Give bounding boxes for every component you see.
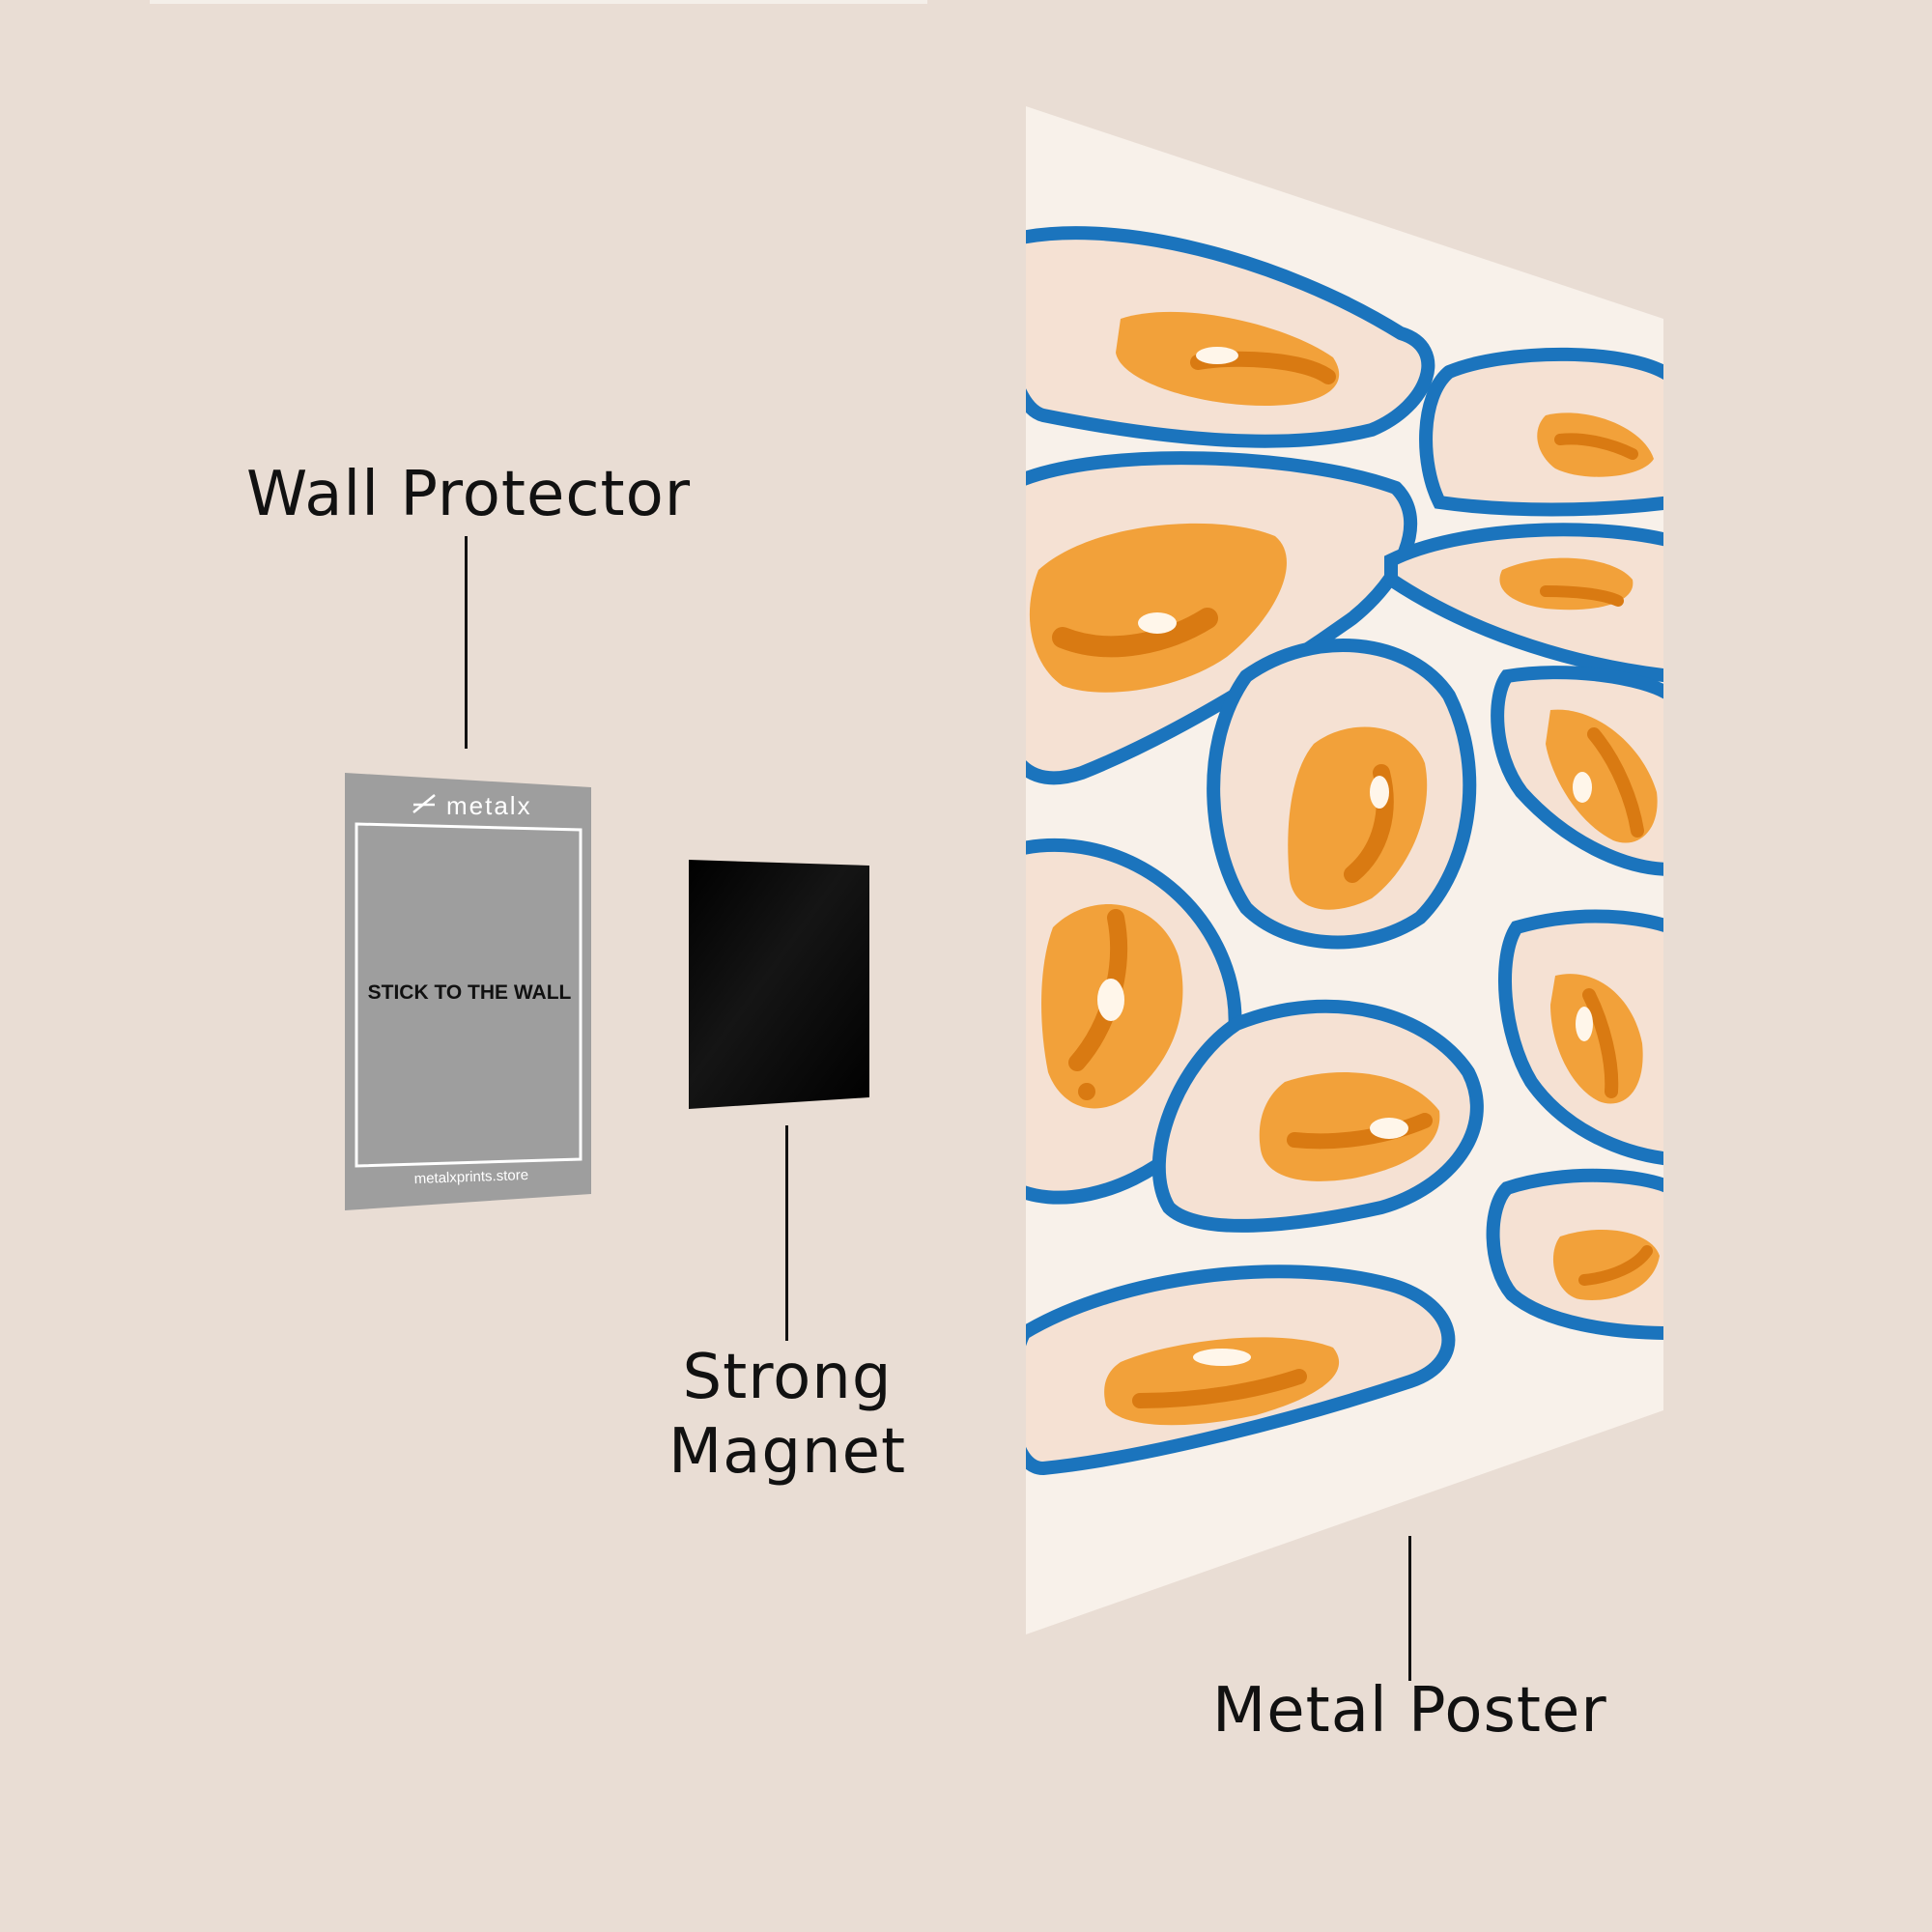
magnet-label-line2: Magnet bbox=[668, 1415, 907, 1488]
poster-blob bbox=[1498, 909, 1663, 1167]
poster-blob bbox=[1491, 666, 1663, 877]
magnet-label-line1: Strong bbox=[682, 1342, 893, 1413]
strong-magnet-label: Strong Magnet bbox=[667, 1341, 908, 1490]
poster-blob bbox=[1207, 639, 1477, 950]
protector-instruction: STICK TO THE WALL bbox=[368, 981, 572, 1004]
magnet-leader-line bbox=[785, 1125, 788, 1341]
poster-blob bbox=[1384, 523, 1663, 684]
poster-blob bbox=[1026, 226, 1435, 448]
poster-blob bbox=[1026, 1264, 1456, 1476]
wall-protector-label: Wall Protector bbox=[246, 459, 692, 530]
poster-blob bbox=[1486, 1168, 1663, 1341]
poster-leader-line bbox=[1408, 1536, 1411, 1681]
wall-protector-leader-line bbox=[465, 536, 468, 749]
poster-blob bbox=[1419, 347, 1663, 517]
poster-blob bbox=[1151, 999, 1484, 1233]
wall-protector-plate: metalx STICK TO THE WALL metalxprints.st… bbox=[345, 773, 591, 1210]
poster-pattern bbox=[1026, 226, 1663, 1476]
protector-website: metalxprints.store bbox=[413, 1167, 528, 1187]
top-edge-strip bbox=[150, 0, 927, 4]
metal-poster-label: Metal Poster bbox=[1212, 1675, 1607, 1747]
metal-poster bbox=[1026, 106, 1663, 1634]
metalx-logo-icon bbox=[412, 794, 436, 813]
protector-brand: metalx bbox=[446, 791, 532, 820]
strong-magnet bbox=[689, 860, 869, 1109]
